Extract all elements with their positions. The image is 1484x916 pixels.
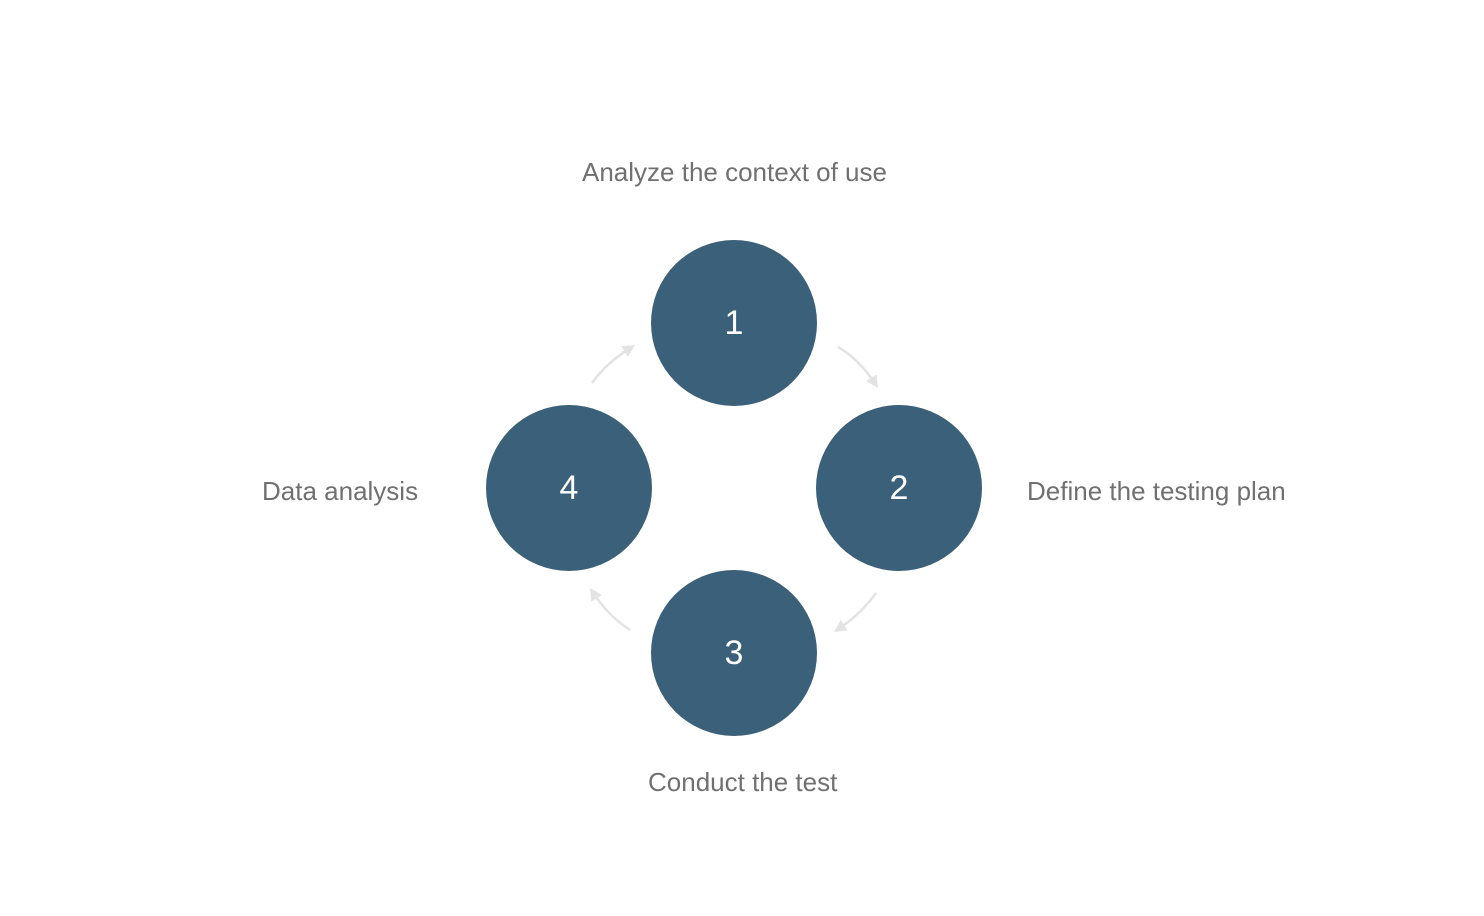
step-1-number: 1 — [724, 304, 744, 342]
step-2-number: 2 — [889, 469, 909, 507]
step-4-circle: 4 — [486, 405, 652, 571]
step-2-circle: 2 — [816, 405, 982, 571]
step-1-label: Analyze the context of use — [582, 157, 887, 187]
step-2-label: Define the testing plan — [1027, 476, 1286, 506]
step-1-circle: 1 — [651, 240, 817, 406]
step-4-number: 4 — [559, 469, 579, 507]
arrow-1-to-2 — [837, 345, 879, 389]
arrow-2-to-3 — [833, 592, 878, 633]
step-3-circle: 3 — [651, 570, 817, 736]
arrow-4-to-1 — [590, 345, 636, 384]
step-3-label: Conduct the test — [648, 767, 838, 797]
step-3-number: 3 — [724, 634, 744, 672]
arrow-3-to-4 — [590, 587, 631, 632]
step-4-label: Data analysis — [262, 476, 419, 506]
